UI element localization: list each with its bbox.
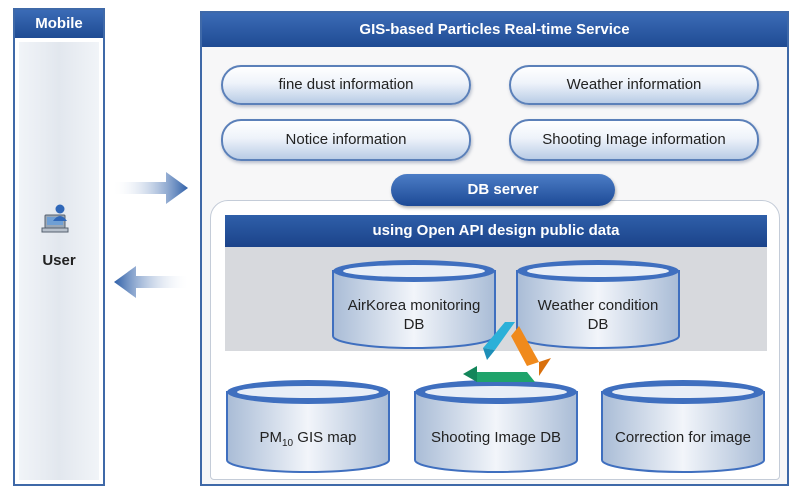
shooting-image-db-cylinder: Shooting Image DB bbox=[413, 378, 579, 474]
mobile-body bbox=[19, 42, 99, 480]
open-api-title: using Open API design public data bbox=[225, 215, 767, 247]
fine-dust-info-button[interactable]: fine dust information bbox=[221, 65, 471, 105]
mobile-panel: Mobile bbox=[13, 8, 105, 486]
airkorea-db-line2: DB bbox=[403, 316, 425, 333]
airkorea-db-line1: AirKorea monitoring bbox=[347, 297, 481, 314]
pm10-gis-map-label: PM10 GIS map bbox=[225, 428, 391, 453]
correction-for-image-label: Correction for image bbox=[615, 429, 751, 446]
correction-for-image-cylinder: Correction for image bbox=[600, 378, 766, 474]
notice-info-button[interactable]: Notice information bbox=[221, 119, 471, 161]
user-computer-icon bbox=[40, 202, 72, 234]
user-label: User bbox=[42, 252, 76, 269]
pm10-subscript: 10 bbox=[282, 438, 294, 449]
right-arrow-icon bbox=[112, 170, 190, 206]
shooting-image-info-button[interactable]: Shooting Image information bbox=[509, 119, 759, 161]
mobile-title: Mobile bbox=[15, 10, 103, 38]
weather-db-line1: Weather condition bbox=[537, 297, 659, 314]
left-arrow-icon bbox=[112, 264, 190, 300]
weather-info-label: Weather information bbox=[566, 76, 702, 93]
recycle-icon bbox=[455, 318, 557, 398]
shooting-image-db-label: Shooting Image DB bbox=[430, 429, 562, 446]
pm10-gis-map-cylinder: PM10 GIS map bbox=[225, 378, 391, 474]
pm10-suffix: GIS map bbox=[293, 429, 357, 446]
shooting-image-info-label: Shooting Image information bbox=[542, 131, 726, 148]
service-title: GIS-based Particles Real-time Service bbox=[202, 13, 787, 47]
weather-db-line2: DB bbox=[587, 316, 609, 333]
fine-dust-info-label: fine dust information bbox=[278, 76, 414, 93]
notice-info-label: Notice information bbox=[285, 131, 407, 148]
db-server-label[interactable]: DB server bbox=[391, 174, 615, 206]
weather-info-button[interactable]: Weather information bbox=[509, 65, 759, 105]
pm10-prefix: PM bbox=[259, 429, 283, 446]
